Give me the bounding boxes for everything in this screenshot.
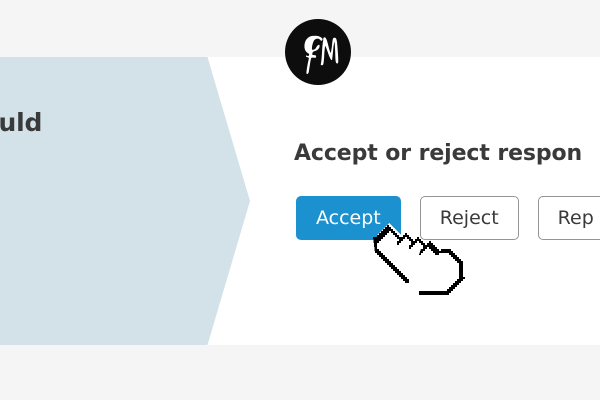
testimonial-content: d and would offer. uary 2019 onsectetuer… xyxy=(0,57,212,345)
action-button-group: Accept Reject Rep xyxy=(296,196,600,240)
testimonial-heading: d and would offer. xyxy=(0,108,43,137)
action-panel: Accept or reject respon Accept Reject Re… xyxy=(294,140,600,240)
testimonial-chevron-panel: d and would offer. uary 2019 onsectetuer… xyxy=(0,57,250,345)
accept-button[interactable]: Accept xyxy=(296,196,401,240)
testimonial-date: uary 2019 xyxy=(0,185,212,211)
gm-monogram-logo-icon xyxy=(285,19,351,85)
action-panel-title: Accept or reject respon xyxy=(294,141,583,166)
reject-button[interactable]: Reject xyxy=(419,196,519,240)
reply-button[interactable]: Rep xyxy=(537,196,600,240)
testimonial-body-text: onsectetuer mmy nibh plore” xyxy=(0,225,212,300)
